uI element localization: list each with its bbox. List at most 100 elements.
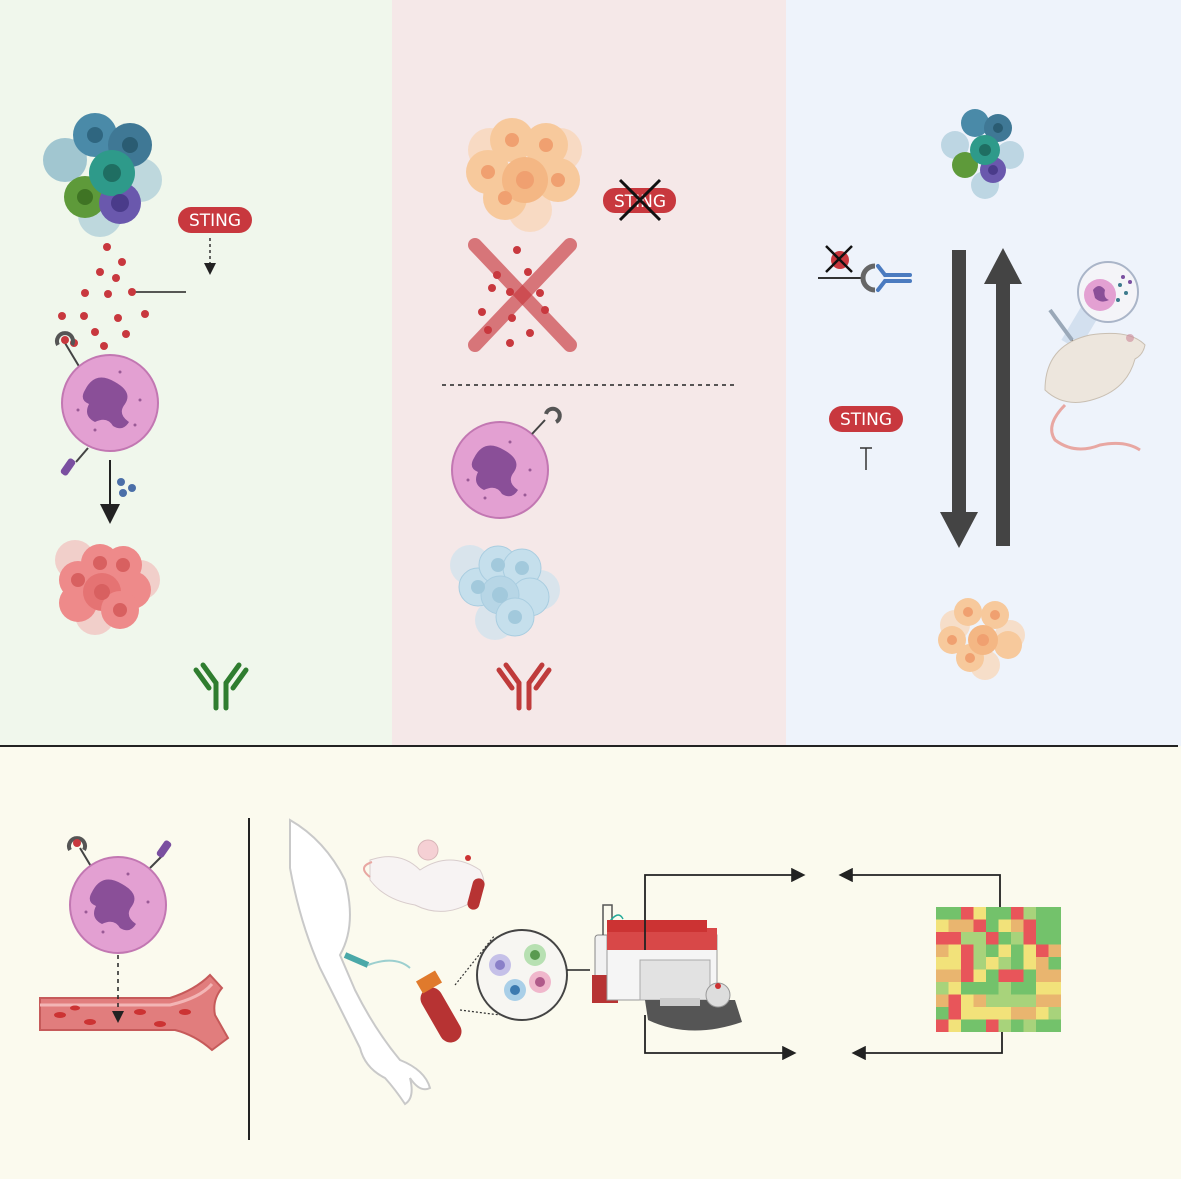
heatmap-cell	[961, 1007, 974, 1020]
arm-icon	[289, 818, 432, 1106]
heatmap-cell	[998, 1019, 1011, 1032]
antibody-green-icon	[193, 662, 249, 711]
tumor-cluster-orange-icon	[466, 118, 582, 232]
heatmap-cell	[1011, 932, 1024, 945]
heatmap-cell	[1023, 919, 1036, 932]
heatmap-cell	[1036, 982, 1049, 995]
tumor-cluster-red-icon	[55, 540, 160, 635]
heatmap-cell	[948, 994, 961, 1007]
sting-inhibitor-label: STING	[840, 410, 892, 430]
heatmap-cell	[1023, 932, 1036, 945]
tumor-cluster-blue-icon	[450, 545, 560, 640]
heatmap-cell	[936, 932, 949, 945]
heatmap-cell	[936, 944, 949, 957]
heatmap-cell	[1023, 982, 1036, 995]
heatmap-cell	[998, 957, 1011, 970]
heatmap-cell	[1023, 969, 1036, 982]
heatmap-cell	[1011, 969, 1024, 982]
heatmap-cell	[986, 932, 999, 945]
flow-arrow-bottom-right	[851, 1022, 1003, 1061]
heatmap-cell	[936, 969, 949, 982]
heatmap-cell	[973, 957, 986, 970]
flow-arrow-top-left	[644, 867, 806, 950]
neutrophil-icon-2	[451, 406, 562, 519]
heatmap-cell	[961, 907, 974, 920]
heatmap-cell	[1023, 944, 1036, 957]
heatmap-cell	[998, 982, 1011, 995]
neutrophil-icon-3	[67, 836, 172, 954]
sting-knockout-badge: STING	[603, 178, 676, 222]
heatmap-cell	[973, 1019, 986, 1032]
heatmap-cell	[1023, 994, 1036, 1007]
heatmap-cell	[973, 919, 986, 932]
heatmap-cell	[961, 982, 974, 995]
panel-green-bg	[0, 0, 392, 746]
heatmap-cell	[998, 907, 1011, 920]
heatmap-cell	[948, 1007, 961, 1020]
blocking-antibody-icon	[818, 245, 912, 293]
heatmap-cell	[948, 932, 961, 945]
secreted-granules	[117, 478, 136, 497]
flow-arrow-bottom-left	[644, 1015, 797, 1061]
heatmap-cell	[1036, 932, 1049, 945]
heatmap-cell	[1036, 1007, 1049, 1020]
heatmap-cell	[973, 982, 986, 995]
heatmap-cell	[998, 994, 1011, 1007]
heatmap-cell	[961, 919, 974, 932]
sting-label: STING	[189, 211, 241, 231]
heatmap-cell	[1023, 907, 1036, 920]
heatmap-cell	[948, 957, 961, 970]
heatmap-cell	[948, 1019, 961, 1032]
flow-cytometer-icon	[592, 904, 742, 1031]
heatmap-cell	[1023, 1019, 1036, 1032]
heatmap-cell	[1048, 1019, 1061, 1032]
heatmap-cell	[998, 969, 1011, 982]
antibody-red-icon	[496, 662, 552, 711]
heatmap-cell	[948, 969, 961, 982]
heatmap-cell	[936, 1019, 949, 1032]
heatmap-cell	[961, 944, 974, 957]
heatmap-cell	[986, 907, 999, 920]
heatmap-cell	[936, 982, 949, 995]
heatmap-cell	[998, 1007, 1011, 1020]
mouse-bleeding-icon	[363, 839, 485, 912]
heatmap-cell	[1011, 919, 1024, 932]
heatmap-cell	[936, 994, 949, 1007]
heatmap-cell	[1036, 907, 1049, 920]
heatmap-cell	[973, 944, 986, 957]
heatmap-cell	[1048, 957, 1061, 970]
heatmap-cell	[948, 919, 961, 932]
heatmap-cell	[986, 957, 999, 970]
heatmap-cell	[986, 969, 999, 982]
heatmap-cell	[1036, 994, 1049, 1007]
heatmap-cell	[1036, 944, 1049, 957]
neutrophil-icon	[55, 331, 159, 476]
panel-pink-bg	[392, 0, 786, 746]
mouse-injection-icon	[1044, 261, 1146, 452]
heatmap-cell	[1011, 1007, 1024, 1020]
heatmap-cell	[1023, 1007, 1036, 1020]
heatmap-cell	[973, 907, 986, 920]
heatmap-cell	[1036, 969, 1049, 982]
heatmap-cell	[961, 932, 974, 945]
heatmap-cell	[973, 1007, 986, 1020]
flow-arrow-top-right	[838, 867, 1001, 908]
heatmap-cell	[986, 1007, 999, 1020]
heatmap-cell	[961, 957, 974, 970]
sting-inhibitor-badge: STING	[829, 406, 903, 470]
heatmap-cell	[948, 907, 961, 920]
heatmap-cell	[1048, 969, 1061, 982]
heatmap-cell	[986, 982, 999, 995]
heatmap-cell	[1011, 1019, 1024, 1032]
heatmap-cell	[1048, 982, 1061, 995]
heatmap-cell	[986, 919, 999, 932]
heatmap-cell	[1011, 944, 1024, 957]
heatmap-cell	[1048, 919, 1061, 932]
heatmap-cell	[961, 969, 974, 982]
heatmap-cell	[998, 919, 1011, 932]
heatmap-cell	[986, 1019, 999, 1032]
heatmap-cell	[936, 907, 949, 920]
heatmap-cell	[1011, 957, 1024, 970]
sting-badge: STING	[178, 207, 252, 233]
